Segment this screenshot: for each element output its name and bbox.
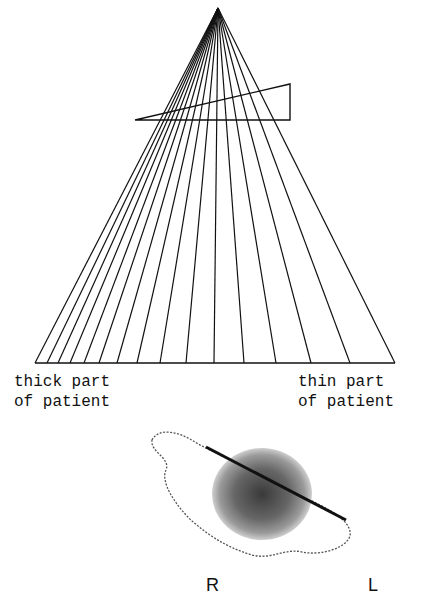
beam-ray [47,8,218,363]
beam-ray [58,8,218,363]
beam-ray [218,8,244,363]
beam-ray [218,8,311,363]
patient-outline [152,432,350,556]
base-line [35,362,395,363]
beam-ray [137,8,218,363]
beam-ray [218,8,395,363]
left-side-marker: L [368,574,378,596]
wedge-edge-line [206,447,346,520]
beam-ray [70,8,218,363]
thick-side-label: thick part of patient [14,372,122,412]
thin-side-label: thin part of patient [298,372,406,412]
beam-ray [117,8,218,363]
beam-ray [214,8,218,363]
wedge-filter [135,84,290,120]
beam-ray [84,8,218,363]
beam-ray [218,8,350,363]
beam-ray [218,8,276,363]
beam-ray [186,8,218,363]
beam-ray [35,8,218,363]
right-side-marker: R [206,574,219,596]
beam-ray [160,8,218,363]
beam-rays [35,8,395,363]
beam-ray [99,8,218,363]
patient-cross-section [152,432,350,556]
